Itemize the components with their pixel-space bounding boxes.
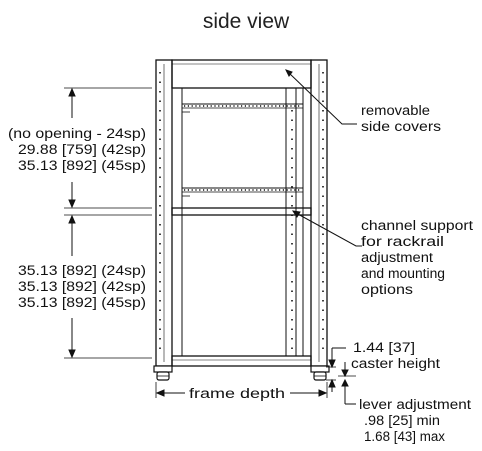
lever-adjustment-line-3: 1.68 [43] max [364,429,445,444]
height-dimension-lines [64,87,152,359]
channel-support-line-1: channel support [361,218,473,233]
caster-height-line-2: caster height [351,356,440,371]
channel-support-line-3: adjustment [361,250,433,265]
channel-support-line-5: options [361,282,413,297]
caster-height-line-1: 1.44 [37] [353,340,415,355]
lower-height-line-2: 35.13 [892] (42sp) [18,279,146,294]
diagram-title: side view [203,10,290,33]
removable-covers-line-2: side covers [361,119,441,134]
post-hole-pattern [159,72,324,352]
callout-leaders [285,69,362,405]
caster-left [153,365,173,381]
channel-support-line-2: for rackrail [361,234,444,249]
lever-adjustment-line-2: .98 [25] min [364,413,440,428]
frame-depth-dimension [155,382,328,398]
frame-depth-label: frame depth [189,386,285,401]
removable-covers-line-1: removable [361,103,430,118]
lower-height-line-3: 35.13 [892] (45sp) [18,295,146,310]
caster-right [310,365,330,381]
channel-support-line-4: and mounting [361,266,445,281]
lower-height-line-1: 35.13 [892] (24sp) [18,263,146,278]
upper-height-line-3: 35.13 [892] (45sp) [18,158,146,173]
cabinet-frame [155,59,328,367]
upper-height-line-1: (no opening - 24sp) [8,126,146,141]
rack-rail-holes [184,105,300,191]
upper-height-line-2: 29.88 [759] (42sp) [18,142,146,157]
lever-adjustment-line-1: lever adjustment [359,397,471,412]
